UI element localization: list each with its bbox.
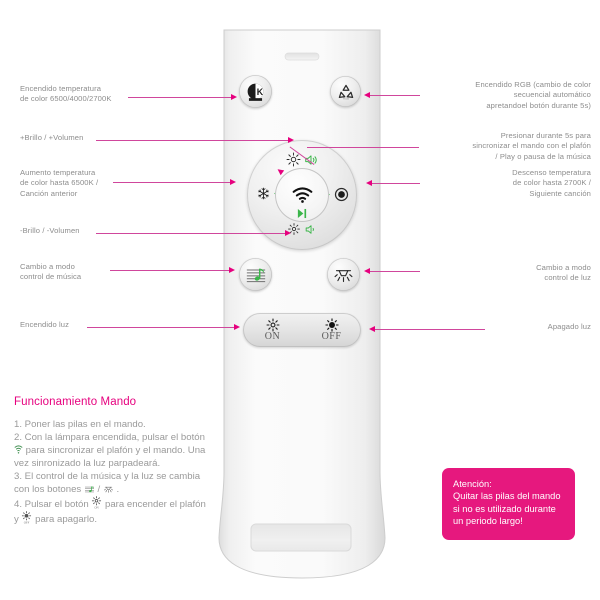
arrow-brightness-down [285,229,291,236]
instruction-step-4: 4. Pulsar el botón ON para encender el p… [14,496,210,526]
arrow-brightness-up [288,136,294,143]
step3-part-c: . [113,484,120,496]
music-note-staff-icon-inline [84,486,94,493]
callout-light-on: Encendido luz [20,320,70,329]
leader-line-light-on [87,327,235,329]
sun-outline-on-icon-inline: ON [92,496,102,509]
arrow-cct-up [230,178,236,185]
arrow-cct-power [231,93,237,100]
ceiling-lamp-icon [334,270,353,283]
directional-dial[interactable] [247,140,357,250]
label-off: OFF [321,331,342,342]
arrow-light-mode [364,267,370,274]
button-light-off[interactable]: OFF [302,313,361,347]
leader-line-cct-down [372,183,420,185]
leader-line-light-mode [370,271,420,273]
arrow-rgb-power [364,91,370,98]
leader-line-music-mode [110,270,230,272]
arrow-music-mode [229,266,235,273]
leader-line-brightness-down [96,233,286,235]
leader-line-cct-power [128,97,232,99]
sun-filled-off-icon-inline: OFF [22,511,32,524]
remote-control-body [218,26,386,582]
step2-part-a: 2. Con la lámpara encendida, pulsar el b… [14,432,205,444]
button-light-mode[interactable] [327,258,360,291]
svg-text:OFF: OFF [24,521,30,524]
arrow-light-off [369,325,375,332]
leader-line-rgb-power [370,95,420,97]
svg-text:RGB: RGB [343,96,349,100]
sun-filled-icon [324,318,339,332]
warning-title: Atención: [453,479,492,489]
wifi-icon-inline [14,445,23,454]
kelvin-icon: K [247,83,264,101]
callout-cct-power: Encendido temperatura de color 6500/4000… [20,84,112,104]
instructions-title: Funcionamiento Mando [14,396,137,408]
instruction-step-1: 1. Poner las pilas en el mando. [14,419,146,430]
instruction-step-2: 2. Con la lámpara encendida, pulsar el b… [14,431,210,470]
button-rgb-power[interactable]: RGB [330,76,361,107]
sun-plus-icon [286,152,301,167]
step4-part-a: 4. Pulsar el botón [14,499,92,511]
button-color-temperature-power[interactable]: K [239,75,272,108]
speaker-minus-icon [305,224,314,234]
snowflake-icon [257,187,269,200]
callout-brightness-down: -Brillo / -Volumen [20,226,80,235]
warning-body: Quitar las pilas del mando si no es util… [453,491,561,527]
step4-part-b: para encender el plafón y [14,499,206,526]
arrow-cct-down [366,179,372,186]
music-note-staff-icon [246,268,265,282]
play-pause-icon [297,208,307,219]
ceiling-lamp-icon-inline [104,487,113,493]
dial-center-sync[interactable] [247,186,357,203]
svg-text:K: K [257,87,264,97]
dial-center-play-pause[interactable] [247,208,357,219]
leader-line-cct-up [113,182,231,184]
warm-dot-icon [334,187,348,202]
callout-cct-up: Aumento temperatura de color hasta 6500K… [20,168,99,198]
instructions-panel: Funcionamiento Mando 1. Poner las pilas … [14,396,210,526]
callout-sync-play: Presionar durante 5s para sincronizar el… [472,131,591,161]
step3-part-a: 3. El control de la música y la luz se c… [14,471,201,496]
leader-line-sync-play [307,147,419,149]
callout-cct-down: Descenso temperatura de color hasta 2700… [512,168,591,198]
button-light-on[interactable]: ON [243,313,302,347]
sun-outline-icon [265,318,280,332]
callout-light-off: Apagado luz [547,322,591,331]
warning-box: Atención: Quitar las pilas del mando si … [442,468,575,540]
callout-rgb-power: Encendido RGB (cambio de color secuencia… [475,80,591,110]
step4-part-c: para apagarlo. [32,514,98,526]
wifi-icon [292,187,312,203]
leader-line-brightness-up [96,140,289,142]
callout-light-mode: Cambio a modo control de luz [536,263,591,283]
step3-part-b: / [94,484,103,496]
button-music-mode[interactable] [239,258,272,291]
callout-music-mode: Cambio a modo control de música [20,262,82,282]
label-on: ON [264,331,281,342]
arrow-light-on [234,323,240,330]
power-onoff-bar[interactable]: ON OFF [243,313,361,347]
callout-brightness-up: +Brillo / +Volumen [20,133,84,142]
svg-text:ON: ON [95,506,100,509]
step2-part-b: para sincronizar el plafón y el mando. U… [14,445,206,470]
leader-line-light-off [375,329,485,331]
instruction-step-3: 3. El control de la música y la luz se c… [14,470,210,496]
recycle-arrows-icon: RGB [338,84,353,100]
